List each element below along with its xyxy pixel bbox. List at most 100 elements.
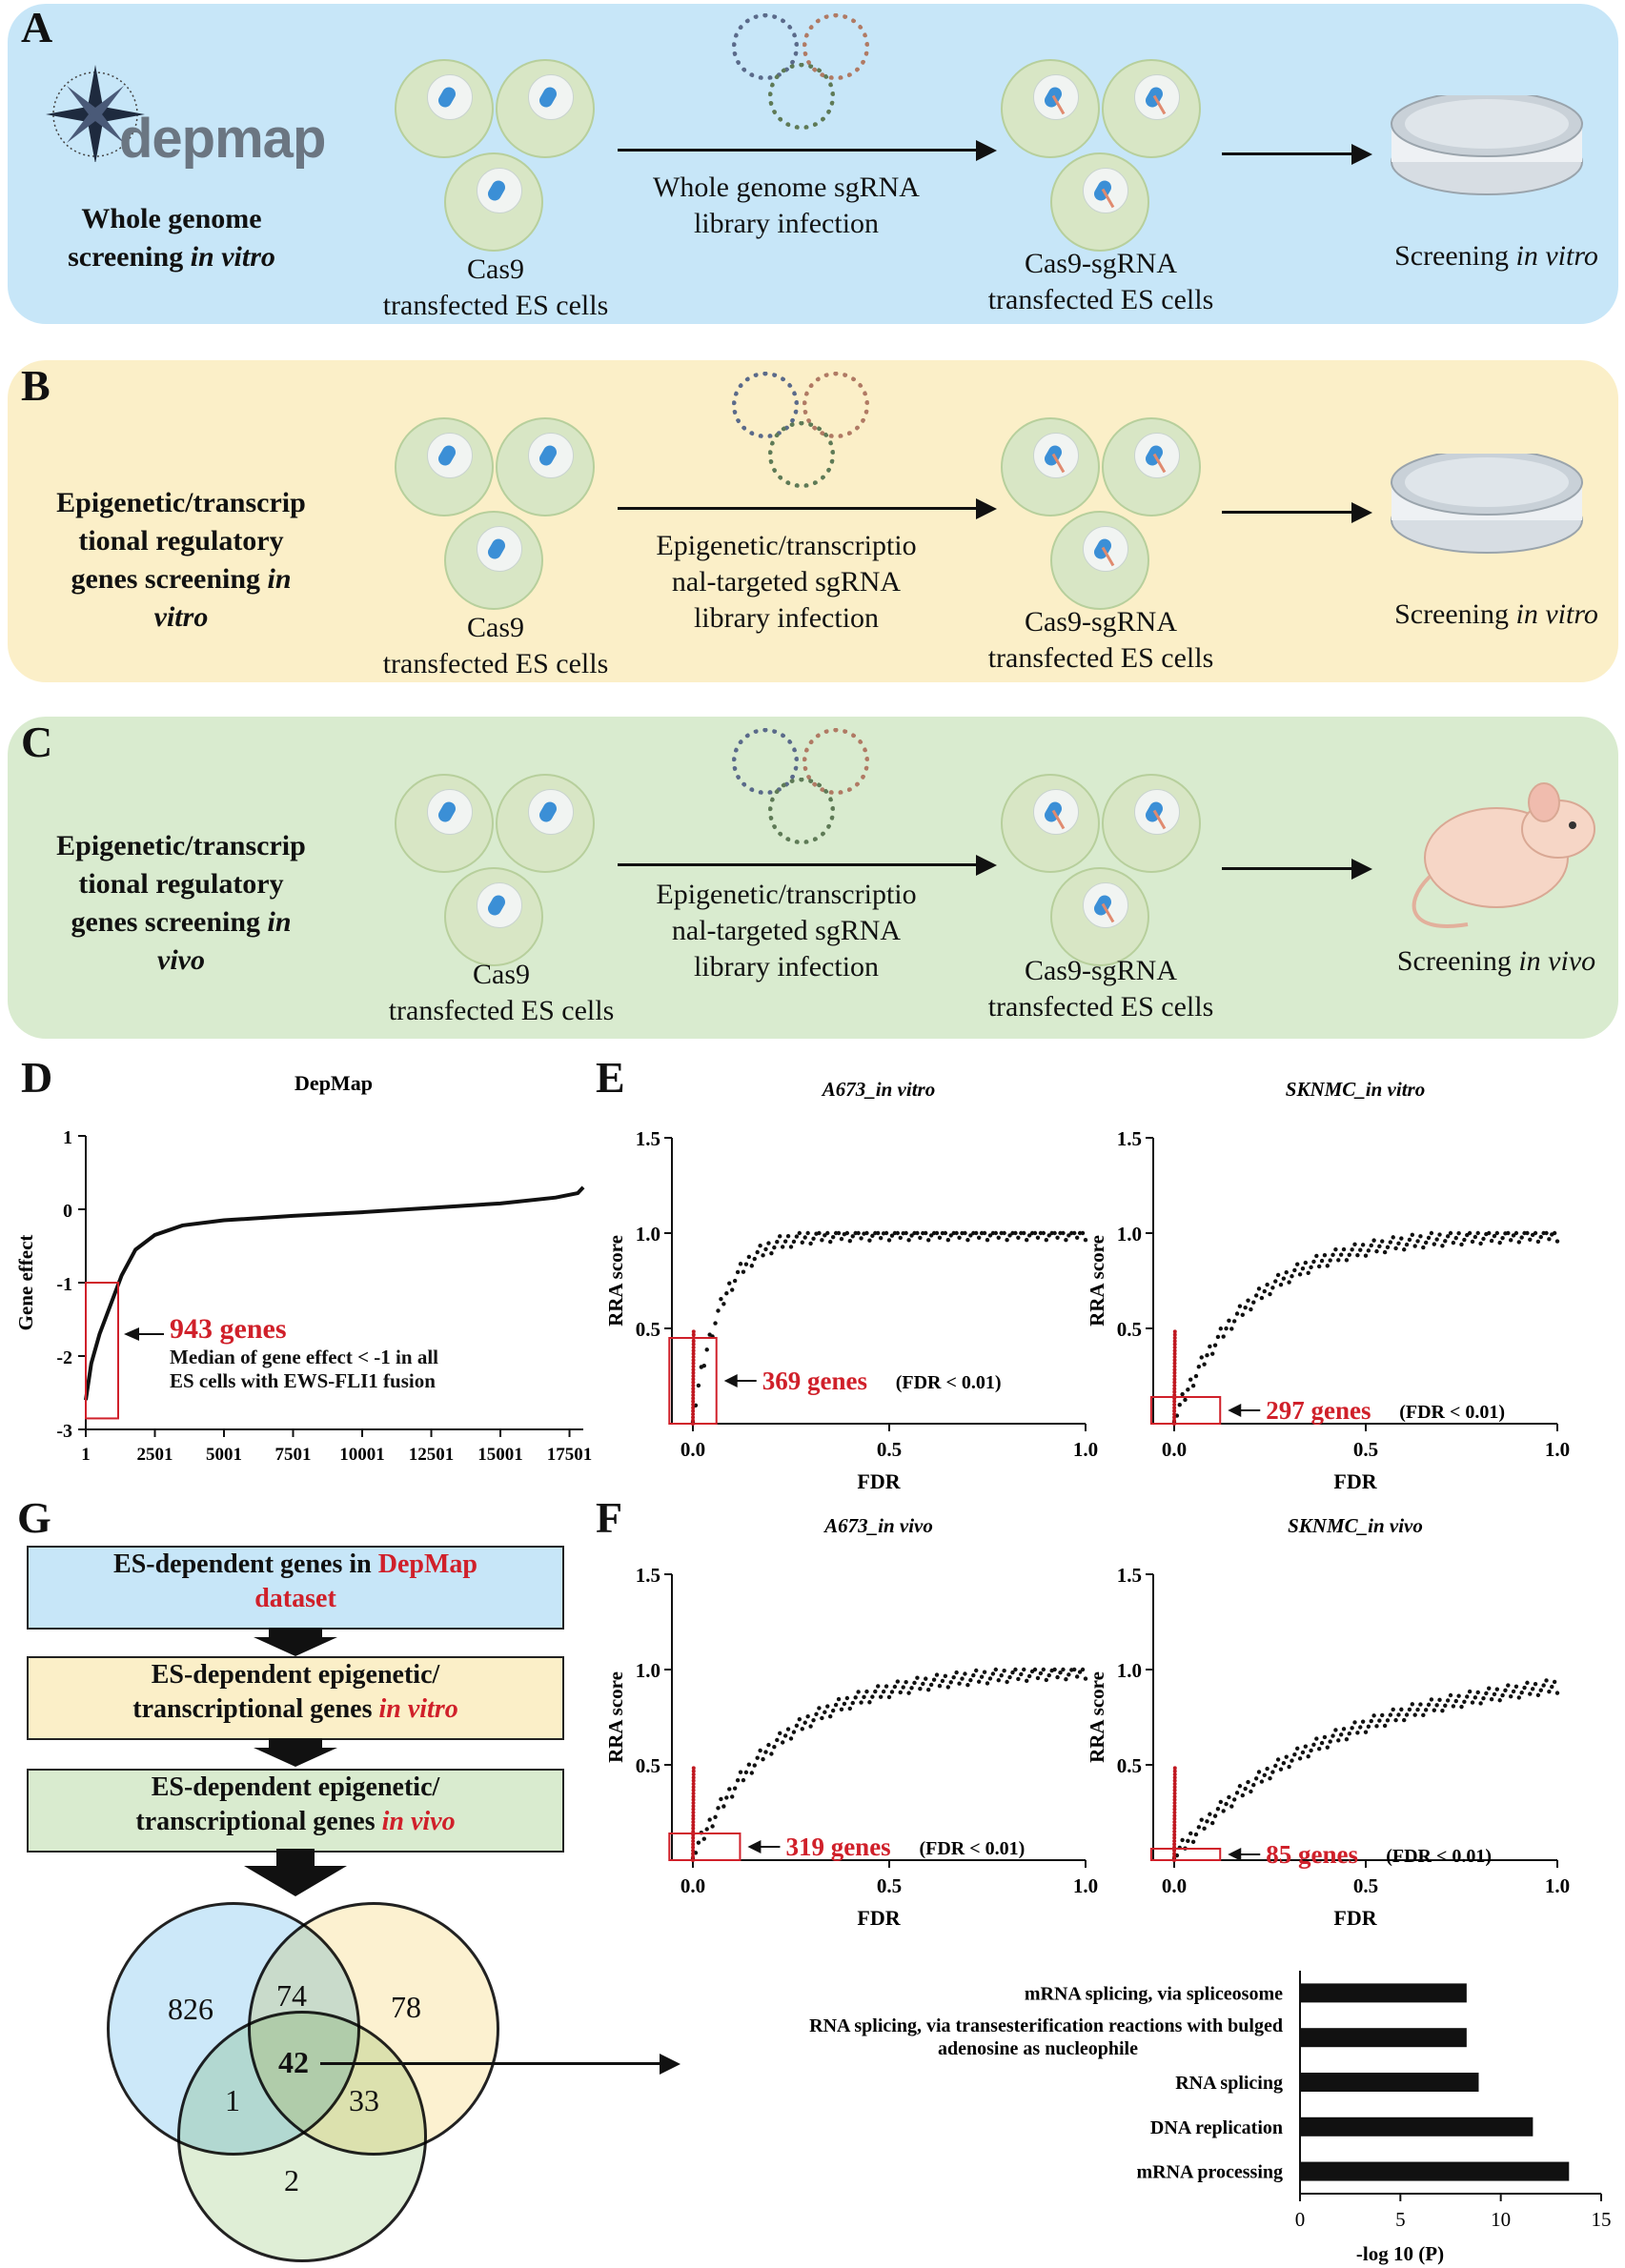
- data-point: [1465, 1694, 1470, 1699]
- data-point: [1193, 1832, 1199, 1837]
- data-point: [817, 1230, 822, 1236]
- annotation-arrow-head: [124, 1327, 139, 1341]
- data-point: [1237, 1304, 1243, 1308]
- data-point: [704, 1347, 709, 1352]
- data-point: [1077, 1670, 1083, 1674]
- data-point: [859, 1700, 863, 1705]
- data-point-significant: [1172, 1365, 1177, 1368]
- data-point-significant: [1172, 1377, 1177, 1382]
- y-tick-label: 1: [63, 1127, 72, 1148]
- data-point: [1052, 1230, 1057, 1236]
- data-point: [1423, 1708, 1429, 1712]
- data-point: [1061, 1230, 1066, 1236]
- cas9-cell-1-b: [395, 417, 494, 516]
- data-point-significant: [1172, 1358, 1177, 1363]
- data-point-significant: [691, 1339, 696, 1344]
- data-point: [1513, 1684, 1519, 1689]
- annotation-gene-count: 943 genes: [170, 1313, 287, 1345]
- data-point: [817, 1706, 822, 1711]
- data-point: [788, 1245, 794, 1249]
- data-point: [1290, 1758, 1294, 1763]
- data-point: [1552, 1230, 1557, 1236]
- chart-title: SKNMC_in vitro: [1286, 1078, 1425, 1101]
- data-point: [1456, 1230, 1461, 1236]
- data-point: [752, 1256, 757, 1262]
- data-point-significant: [691, 1782, 696, 1786]
- data-point-significant: [1172, 1769, 1177, 1773]
- data-point: [954, 1230, 959, 1236]
- annotation-arrow-head: [747, 1840, 762, 1853]
- y-axis-label: RRA score: [1086, 1235, 1108, 1326]
- data-point: [1032, 1230, 1038, 1236]
- data-point: [1032, 1667, 1038, 1672]
- data-point: [1388, 1712, 1393, 1717]
- data-point: [884, 1230, 889, 1236]
- data-point: [746, 1254, 752, 1260]
- data-point: [1229, 1804, 1234, 1809]
- data-point: [1273, 1279, 1278, 1284]
- data-point-significant: [691, 1361, 696, 1366]
- data-point-significant: [1172, 1797, 1177, 1802]
- annotation-fdr: (FDR < 0.01): [896, 1372, 1002, 1393]
- data-point: [1554, 1239, 1560, 1244]
- data-point-significant: [691, 1351, 696, 1356]
- data-point: [1511, 1233, 1516, 1238]
- data-point-significant: [1172, 1826, 1177, 1831]
- data-point: [811, 1717, 816, 1723]
- data-point: [886, 1238, 892, 1243]
- data-point: [1388, 1240, 1393, 1245]
- data-point: [1358, 1247, 1363, 1252]
- venn-to-go-arrow-head: [660, 2054, 680, 2075]
- data-point: [878, 1694, 884, 1699]
- x-tick-label: 2501: [137, 1445, 173, 1465]
- data-point: [1316, 1747, 1322, 1752]
- data-point: [732, 1278, 738, 1284]
- data-point: [763, 1750, 768, 1754]
- data-point: [982, 1230, 987, 1236]
- data-point: [1221, 1334, 1226, 1339]
- data-point: [1249, 1789, 1253, 1794]
- data-point: [1500, 1692, 1505, 1698]
- data-point: [1016, 1676, 1021, 1682]
- data-point: [1328, 1739, 1332, 1744]
- data-point: [791, 1730, 797, 1734]
- screen-arrow-c-head: [1351, 859, 1372, 880]
- data-point-significant: [691, 1823, 696, 1828]
- data-point: [937, 1683, 943, 1689]
- venn-bc: 33: [349, 2083, 379, 2117]
- data-point-significant: [691, 1816, 696, 1821]
- data-point: [859, 1236, 863, 1241]
- data-point: [802, 1720, 807, 1725]
- data-point: [1533, 1682, 1538, 1687]
- data-point: [814, 1711, 819, 1716]
- data-point: [1481, 1695, 1486, 1701]
- data-point: [1046, 1672, 1051, 1678]
- data-point: [1208, 1344, 1212, 1349]
- data-point: [1275, 1272, 1281, 1278]
- data-point: [738, 1262, 743, 1266]
- data-point: [1300, 1750, 1306, 1755]
- data-point: [1338, 1252, 1344, 1257]
- data-point: [749, 1264, 754, 1268]
- data-point: [1377, 1718, 1382, 1723]
- data-point: [1363, 1253, 1369, 1258]
- data-point: [704, 1827, 709, 1832]
- data-point: [1224, 1801, 1229, 1807]
- y-tick-label: 1.5: [636, 1127, 660, 1150]
- data-point: [867, 1700, 872, 1705]
- data-point: [775, 1239, 780, 1245]
- data-point: [1297, 1272, 1303, 1277]
- data-point: [1497, 1240, 1502, 1245]
- data-point: [1432, 1708, 1436, 1712]
- screen-arrow-a-head: [1351, 144, 1372, 165]
- data-point: [775, 1737, 780, 1743]
- highlight-box: [668, 1833, 741, 1861]
- data-point: [735, 1777, 741, 1783]
- data-point: [1268, 1776, 1272, 1781]
- data-point: [918, 1235, 923, 1241]
- data-point: [1347, 1252, 1351, 1257]
